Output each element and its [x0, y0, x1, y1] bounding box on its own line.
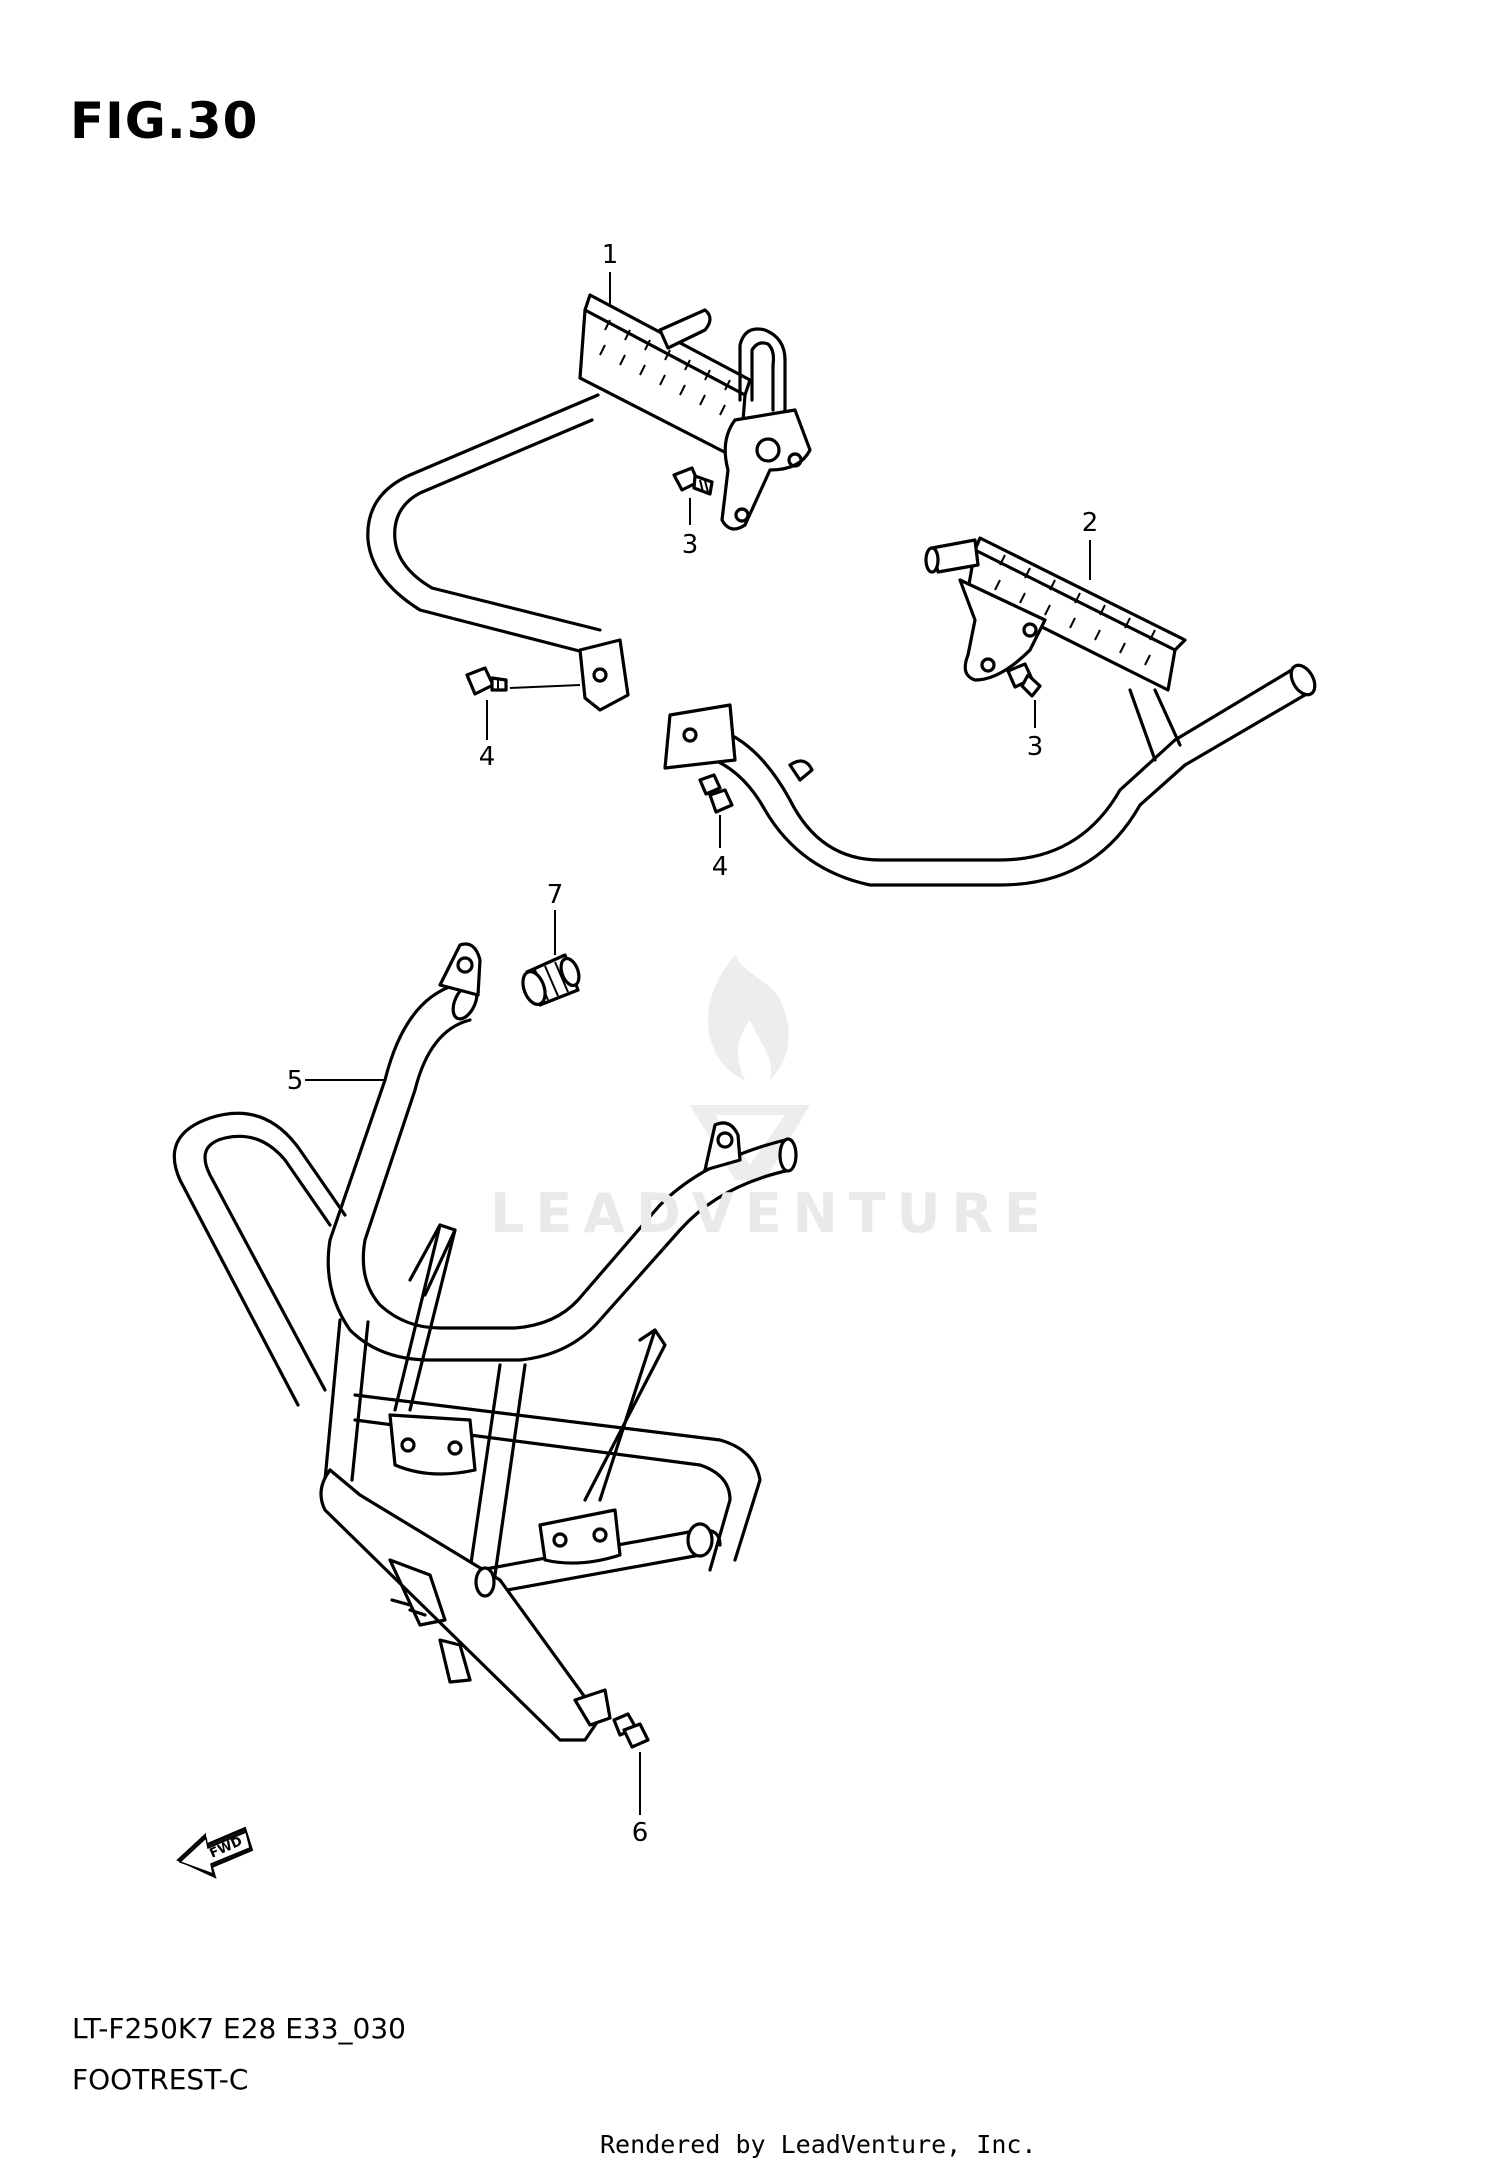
part-7-grommet — [521, 953, 581, 1007]
diagram-name: FOOTREST-C — [72, 2063, 249, 2096]
part-5-front-guard — [172, 942, 798, 1742]
callout-3-upper: 3 — [681, 530, 699, 560]
callout-4-left: 4 — [478, 742, 496, 772]
part-3-bolt-lower — [1006, 662, 1042, 698]
part-4-bolt-right — [698, 773, 734, 814]
callout-4-right: 4 — [711, 852, 729, 882]
callout-1: 1 — [601, 240, 619, 270]
figure-title: FIG.30 — [70, 92, 259, 150]
callout-6: 6 — [631, 1818, 649, 1848]
rendered-by-credit: Rendered by LeadVenture, Inc. — [600, 2130, 1037, 2159]
part-2-right-footrest — [663, 536, 1317, 887]
part-3-bolt-upper — [672, 466, 714, 496]
diagram-code: LT-F250K7 E28 E33_030 — [72, 2012, 406, 2045]
part-4-bolt-left — [465, 666, 508, 696]
watermark-text: LEADVENTURE — [490, 1182, 1052, 1245]
fwd-arrow-icon: FWD — [176, 1826, 254, 1879]
callout-3-lower: 3 — [1026, 732, 1044, 762]
callout-7: 7 — [546, 880, 564, 910]
part-6-bolt — [612, 1712, 650, 1749]
callout-5: 5 — [286, 1066, 304, 1096]
leader-lines — [305, 272, 1091, 1815]
part-1-left-footrest — [366, 293, 812, 712]
callout-2: 2 — [1081, 508, 1099, 538]
